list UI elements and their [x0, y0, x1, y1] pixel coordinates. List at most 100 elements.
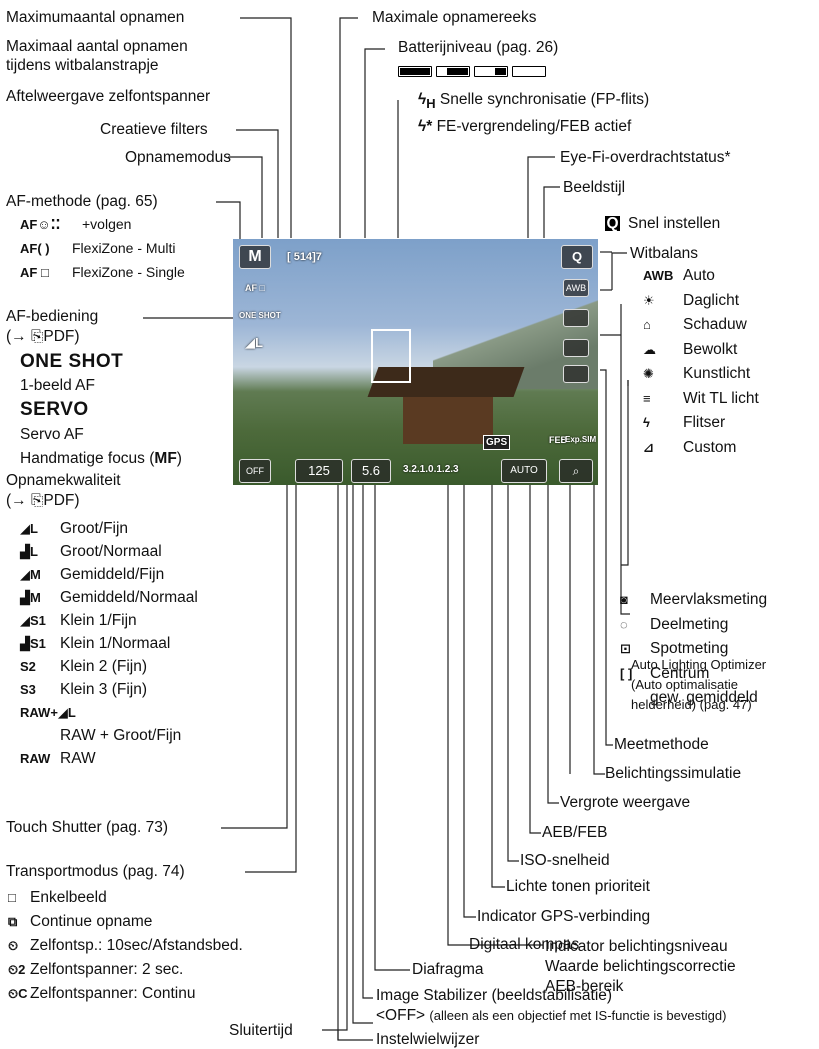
- label-aeb-feb: AEB/FEB: [542, 824, 608, 841]
- drive-icon: ⏲: [8, 938, 19, 953]
- flexizone-single-icon: AF □: [20, 265, 49, 280]
- wb-icon: ☀: [643, 292, 655, 308]
- quality-ref: (→ ⎘PDF): [6, 492, 80, 509]
- label-touch-shutter: Touch Shutter (pag. 73): [6, 819, 168, 836]
- meter-icon: ⊡: [620, 641, 631, 656]
- aperture-button[interactable]: 5.6: [351, 459, 391, 483]
- wb-button[interactable]: AWB: [563, 279, 589, 297]
- drive-label: Enkelbeeld: [30, 889, 107, 906]
- drive-label: Continue opname: [30, 913, 153, 930]
- mf-desc: Handmatige focus (MF): [20, 450, 182, 467]
- quality-icon: ◢L: [20, 521, 38, 536]
- af-method-item: AF □FlexiZone - Single: [20, 264, 185, 280]
- one-shot-desc: 1-beeld AF: [20, 377, 95, 394]
- af-method-item: AF( )FlexiZone - Multi: [20, 240, 176, 256]
- alo-line-2: (Auto optimalisatie: [631, 677, 738, 692]
- battery-levels: [398, 62, 550, 81]
- quality-label: RAW + Groot/Fijn: [60, 727, 182, 744]
- label-shutter-speed: Sluitertijd: [229, 1022, 293, 1039]
- drive-label: Zelfontsp.: 10sec/Afstandsbed.: [30, 937, 243, 954]
- quality-icon: RAW: [20, 751, 51, 766]
- alo-icon[interactable]: [563, 339, 589, 357]
- af-operation-title: AF-bediening: [6, 308, 99, 325]
- wb-icon: ≡: [643, 390, 651, 406]
- wb-label: Auto: [683, 267, 715, 284]
- drive-icon: □: [8, 890, 16, 905]
- quality-label: Groot/Fijn: [60, 520, 129, 537]
- meter-label: Deelmeting: [650, 615, 729, 633]
- wb-item: ≡ Wit TL licht: [643, 389, 759, 408]
- label-exposure-level-3: AEB-bereik: [545, 978, 624, 995]
- quality-item: ◢L Groot/Fijn: [20, 519, 128, 538]
- label-max-shots-wb-1: Maximaal aantal opnamen: [6, 38, 188, 55]
- af-operation-ref: (→ ⎘PDF): [6, 328, 80, 345]
- flash-h-icon: ϟH: [418, 91, 436, 112]
- wb-label: Kunstlicht: [683, 365, 751, 382]
- quality-item: RAW + Groot/Fijn: [20, 726, 181, 745]
- drive-icon: ⏲2: [8, 962, 26, 977]
- drive-item: ⏲2 Zelfontspanner: 2 sec.: [8, 960, 183, 979]
- wb-label: Bewolkt: [683, 340, 738, 358]
- meter-icon: ◙: [620, 592, 628, 607]
- gps-indicator: GPS: [483, 435, 511, 450]
- label-exposure-sim: Belichtingssimulatie: [605, 765, 742, 782]
- iso-button[interactable]: AUTO: [501, 459, 547, 483]
- shutter-speed-button[interactable]: 125: [295, 459, 343, 483]
- drive-label: Zelfontspanner: 2 sec.: [30, 961, 184, 978]
- label-max-burst: Maximale opnamereeks: [372, 9, 537, 26]
- picture-style-icon[interactable]: [563, 309, 589, 327]
- exposure-scale: 3.2.1.0.1.2.3: [403, 464, 459, 475]
- one-shot-label: ONE SHOT: [20, 351, 124, 372]
- label-image-stabilizer: Image Stabilizer (beeldstabilisatie): [376, 987, 613, 1004]
- label-self-timer-countdown: Aftelweergave zelfontspanner: [6, 88, 211, 105]
- af-method-title: AF-methode (pag. 65): [6, 193, 158, 210]
- servo-label: SERVO: [20, 399, 89, 420]
- alo-line-1: Auto Lighting Optimizer: [631, 657, 767, 672]
- magnify-button[interactable]: ⌕: [559, 459, 593, 483]
- label-dial-pointer: Instelwielwijzer: [376, 1031, 480, 1048]
- label-highlight-priority: Lichte tonen prioriteit: [506, 878, 650, 895]
- wb-icon: ⊿: [643, 439, 654, 455]
- mode-button[interactable]: M: [239, 245, 271, 269]
- label-iso: ISO-snelheid: [520, 852, 610, 869]
- meter-label: gew. gemiddeld: [650, 689, 758, 706]
- wb-label: Wit TL licht: [683, 389, 759, 407]
- meter-icon: [ ]: [620, 665, 633, 681]
- shot-count: [ 514]7: [287, 251, 322, 263]
- label-gps: Indicator GPS-verbinding: [477, 908, 651, 925]
- label-max-shots: Maximumaantal opnamen: [6, 9, 185, 26]
- label-is-off: <OFF> (alleen als een objectief met IS-f…: [376, 1007, 727, 1024]
- meter-icon: ◌: [620, 616, 628, 632]
- touch-shutter-button[interactable]: OFF: [239, 459, 271, 483]
- flash-star-icon: ϟ*: [418, 118, 433, 135]
- af-frame: [371, 329, 411, 383]
- wb-icon: AWB: [643, 268, 674, 283]
- face-tracking-icon: AF☺⁚⁚: [20, 217, 61, 232]
- drive-title: Transportmodus (pag. 74): [6, 863, 185, 880]
- label-aperture: Diafragma: [412, 961, 484, 978]
- drive-icon: ⏲C: [8, 986, 28, 1001]
- quality-icon: ◢S1: [20, 613, 46, 628]
- metering-icon[interactable]: [563, 365, 589, 383]
- wb-item: ☀Daglicht: [643, 291, 739, 310]
- wb-title: Witbalans: [630, 245, 699, 262]
- af-indicator: AF □: [245, 283, 265, 293]
- feb-indicator: FEB: [549, 435, 567, 445]
- drive-label: Zelfontspanner: Continu: [30, 985, 196, 1002]
- label-magnify: Vergrote weergave: [560, 794, 691, 811]
- af-method-item: AF☺⁚⁚+volgen: [20, 216, 132, 232]
- quality-indicator: ◢L: [245, 335, 263, 350]
- label-battery: Batterijniveau (pag. 26): [398, 39, 559, 56]
- cabin-shape: [403, 389, 493, 444]
- quality-icon: ◢M: [20, 567, 41, 582]
- label-creative-filters: Creatieve filters: [100, 121, 208, 138]
- meter-item: ⊡Spotmeting: [620, 639, 728, 658]
- quality-label: Groot/Normaal: [60, 543, 162, 560]
- quality-title: Opnamekwaliteit: [6, 472, 121, 489]
- quick-control-button[interactable]: Q: [561, 245, 593, 269]
